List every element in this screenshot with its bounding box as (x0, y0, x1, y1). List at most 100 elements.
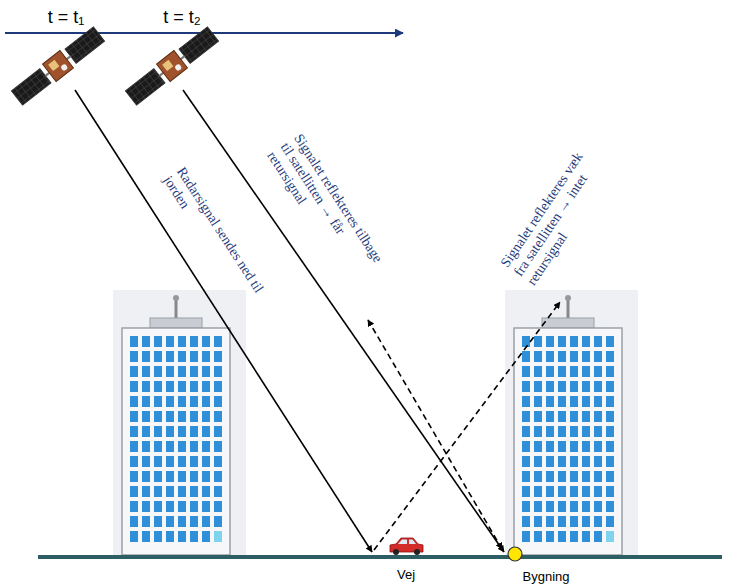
window (154, 516, 162, 527)
window (570, 411, 578, 422)
window (594, 486, 602, 497)
window (534, 516, 542, 527)
window (166, 381, 174, 392)
window (546, 381, 554, 392)
window (534, 396, 542, 407)
window (582, 501, 590, 512)
window (142, 501, 150, 512)
window (546, 441, 554, 452)
ray-note: Radarsignal sendes ned til jorden (160, 164, 269, 307)
window (154, 366, 162, 377)
window (570, 531, 578, 542)
window (570, 396, 578, 407)
window (594, 411, 602, 422)
window (142, 471, 150, 482)
radar-ray (75, 90, 372, 552)
window (190, 411, 198, 422)
window (594, 501, 602, 512)
window (558, 471, 566, 482)
window (606, 411, 614, 422)
radar-ray (183, 90, 504, 552)
window (178, 396, 186, 407)
window (166, 366, 174, 377)
window (190, 486, 198, 497)
window (582, 486, 590, 497)
window (546, 351, 554, 362)
window (190, 471, 198, 482)
window (522, 411, 530, 422)
window (142, 351, 150, 362)
window (534, 336, 542, 347)
window (154, 351, 162, 362)
window (522, 351, 530, 362)
window (166, 351, 174, 362)
window (166, 396, 174, 407)
window (202, 531, 210, 542)
building-label: Bygning (506, 569, 586, 584)
window (214, 441, 222, 452)
window (534, 351, 542, 362)
window (214, 471, 222, 482)
window (178, 456, 186, 467)
window (202, 396, 210, 407)
window (202, 441, 210, 452)
window (190, 531, 198, 542)
window (130, 486, 138, 497)
window (190, 366, 198, 377)
window (570, 351, 578, 362)
window (130, 456, 138, 467)
window (130, 501, 138, 512)
window (546, 516, 554, 527)
window (522, 366, 530, 377)
window (130, 366, 138, 377)
window (582, 471, 590, 482)
window (202, 381, 210, 392)
window (594, 471, 602, 482)
window (546, 336, 554, 347)
road-label: Vej (376, 567, 436, 582)
window (154, 381, 162, 392)
window (130, 411, 138, 422)
window (558, 486, 566, 497)
window (594, 351, 602, 362)
window (558, 531, 566, 542)
window (142, 516, 150, 527)
window (606, 516, 614, 527)
building (113, 290, 246, 555)
window (546, 366, 554, 377)
window (582, 441, 590, 452)
window (130, 471, 138, 482)
time-label: t = t₂ (142, 7, 222, 28)
window (558, 396, 566, 407)
window (178, 426, 186, 437)
window (214, 426, 222, 437)
window (570, 441, 578, 452)
window (190, 441, 198, 452)
window (166, 456, 174, 467)
window (202, 456, 210, 467)
window (606, 471, 614, 482)
window (214, 486, 222, 497)
window (522, 531, 530, 542)
window (546, 456, 554, 467)
window (558, 336, 566, 347)
window (570, 366, 578, 377)
window (606, 501, 614, 512)
reflection-point (508, 547, 522, 561)
reflected-ray (368, 320, 502, 549)
window (202, 336, 210, 347)
window (558, 441, 566, 452)
window (214, 366, 222, 377)
window (594, 456, 602, 467)
window (166, 486, 174, 497)
window (606, 531, 614, 542)
window (546, 531, 554, 542)
window (606, 486, 614, 497)
window (214, 516, 222, 527)
window (582, 336, 590, 347)
window (166, 426, 174, 437)
window (130, 381, 138, 392)
window (582, 456, 590, 467)
window (202, 426, 210, 437)
window (582, 351, 590, 362)
